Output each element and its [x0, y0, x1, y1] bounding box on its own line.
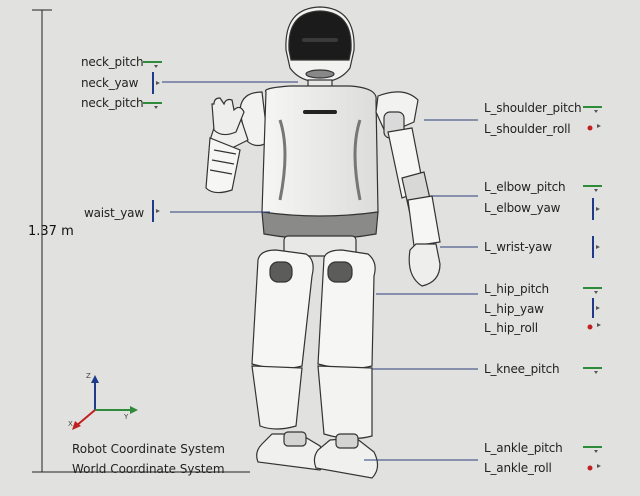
robot-left-hand — [408, 243, 441, 287]
axis-label-x: X — [68, 420, 73, 428]
coordinate-axes — [72, 375, 138, 430]
joint-label-waist-yaw: waist_yaw — [84, 206, 144, 220]
joint-label-l-ankle-roll: L_ankle_roll — [484, 461, 552, 475]
robot-right-shin — [251, 365, 303, 430]
robot-figure — [205, 6, 441, 479]
joint-label-l-wrist-yaw: L_wrist-yaw — [484, 240, 552, 254]
robot-right-foot — [256, 433, 326, 471]
robot-left-forearm — [407, 195, 441, 247]
height-dimension — [32, 9, 250, 473]
joint-label-l-hip-yaw: L_hip_yaw — [484, 302, 544, 316]
robot-right-forearm — [205, 137, 241, 194]
robot-height-label: 1.37 m — [28, 224, 74, 239]
robot-left-foot — [313, 437, 379, 479]
joint-label-neck-pitch: neck_pitch — [81, 55, 144, 69]
joint-label-l-hip-roll: L_hip_roll — [484, 321, 538, 335]
joint-label-l-elbow-yaw: L_elbow_yaw — [484, 201, 561, 215]
joint-label-l-elbow-pitch: L_elbow_pitch — [484, 180, 566, 194]
joint-label-l-knee-pitch: L_knee_pitch — [484, 362, 560, 376]
joint-label-neck-yaw: neck_yaw — [81, 76, 139, 90]
joint-label-neck-pitch-2: neck_pitch — [81, 96, 144, 110]
robot-left-shin — [317, 365, 373, 440]
robot-visor — [288, 10, 352, 61]
world-coordinate-system-label: World Coordinate System — [72, 462, 225, 476]
axis-label-y: Y — [124, 413, 129, 421]
robot-waist — [261, 211, 379, 240]
joint-label-l-hip-pitch: L_hip_pitch — [484, 282, 549, 296]
leader-lines — [162, 81, 478, 461]
joint-label-l-shoulder-pitch: L_shoulder_pitch — [484, 101, 582, 115]
robot-right-hand — [211, 97, 245, 136]
joint-label-l-ankle-pitch: L_ankle_pitch — [484, 441, 563, 455]
axis-label-z: Z — [86, 372, 91, 380]
robot-coordinate-system-label: Robot Coordinate System — [72, 442, 225, 456]
joint-label-l-shoulder-roll: L_shoulder_roll — [484, 122, 571, 136]
